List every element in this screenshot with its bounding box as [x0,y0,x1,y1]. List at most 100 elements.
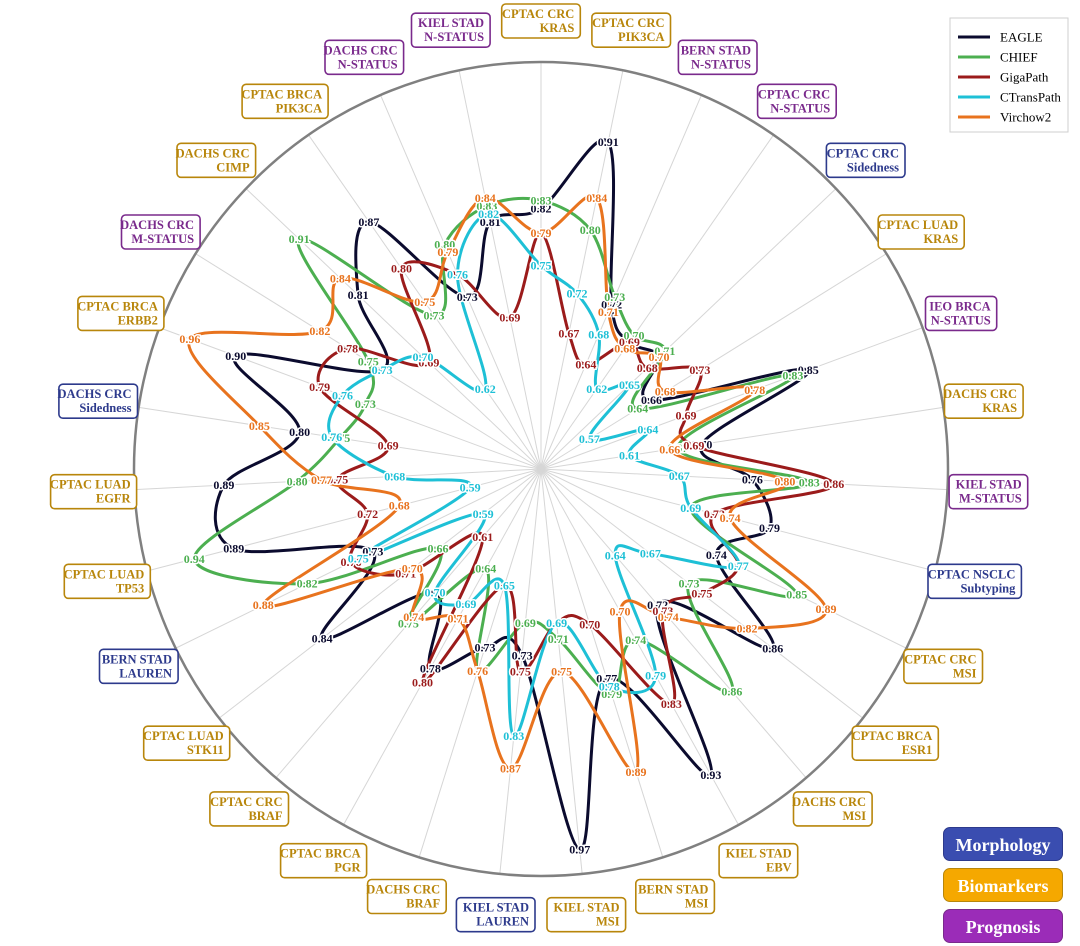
value-label: 0.68 [637,361,658,375]
category-label-text: KIEL STAD [418,16,484,30]
category-label-text: CPTAC BRCA [241,87,322,101]
value-label: 0.81 [480,215,501,229]
category-label-box [63,563,152,600]
value-label: 0.76 [742,473,763,487]
value-label: 0.62 [475,382,496,396]
value-label: 0.79 [531,226,552,240]
category-label-text: BERN STAD [681,43,751,57]
spoke [218,468,542,719]
category-label-text: MSI [842,809,866,823]
value-label: 0.70 [610,604,631,618]
value-label: 0.73 [362,545,383,559]
spoke [540,94,702,470]
value-label: 0.91 [289,232,310,246]
group-box-biomarkers: Biomarkers [943,868,1063,902]
category-label-text: CPTAC CRC [592,16,664,30]
value-label: 0.69 [683,439,704,453]
value-label: 0.69 [418,355,439,369]
category-label-box [546,896,627,933]
category-label-text: PGR [334,861,361,875]
value-label: 0.89 [626,765,647,779]
legend-entry: GigaPath [1000,70,1049,85]
value-label: 0.80 [287,474,308,488]
category-label-box [366,878,448,915]
value-label: 0.61 [472,530,493,544]
category-label-box [142,725,231,762]
spoke [540,468,664,858]
value-label: 0.61 [619,448,640,462]
value-label: 0.73 [372,363,393,377]
value-label: 0.89 [816,602,837,616]
value-label: 0.69 [619,335,640,349]
series-lines [187,138,836,852]
value-label: 0.71 [654,344,675,358]
spoke [540,468,936,572]
value-label: 0.76 [321,430,342,444]
value-label: 0.91 [598,135,619,149]
value-label: 0.59 [473,507,494,521]
value-label: 0.68 [614,342,635,356]
value-label: 0.74 [403,610,424,624]
category-label-box [98,648,179,685]
category-label-box [903,648,984,685]
value-label: 0.72 [647,598,668,612]
category-label-text: CPTAC LUAD [64,567,145,581]
value-label: 0.67 [558,327,579,341]
value-label: 0.73 [689,363,710,377]
value-label: 0.86 [721,684,742,698]
value-label: 0.81 [348,288,369,302]
value-label: 0.75 [414,295,435,309]
value-label: 0.74 [658,610,679,624]
category-label-text: CPTAC BRCA [280,847,361,861]
value-label: 0.70 [579,617,600,631]
value-label: 0.68 [389,499,410,513]
category-label-text: STK11 [187,743,224,757]
category-label-text: CPTAC BRCA [77,299,158,313]
spoke [159,327,542,470]
category-label-box [677,39,758,76]
value-label: 0.87 [500,762,521,776]
category-label-text: KRAS [982,401,1017,415]
category-label-text: BRAF [248,809,282,823]
value-label: 0.84 [475,191,496,205]
value-label: 0.59 [460,480,481,494]
value-label: 0.76 [447,268,468,282]
category-label-box [943,383,1024,420]
value-label: 0.84 [330,271,351,285]
value-label: 0.78 [337,341,358,355]
value-label: 0.82 [309,324,330,338]
value-label: 0.83 [531,193,552,207]
category-label-text: EBV [766,861,792,875]
category-label-text: KIEL STAD [463,901,529,915]
value-label: 0.79 [645,668,666,682]
value-label: 0.87 [358,215,379,229]
category-label-box [120,214,201,250]
category-label-box [410,12,491,48]
value-label: 0.65 [619,378,640,392]
value-label: 0.74 [625,633,646,647]
value-label: 0.70 [691,437,712,451]
value-label: 0.65 [494,579,515,593]
category-label-box [825,142,906,179]
value-label: 0.80 [391,262,412,276]
value-label: 0.67 [667,441,688,455]
value-label: 0.66 [428,542,449,556]
value-label: 0.97 [569,843,590,857]
value-label: 0.85 [249,419,270,433]
category-label-box [279,842,368,879]
category-label-text: CPTAC CRC [827,146,899,160]
category-label-text: LAUREN [119,666,172,680]
value-label: 0.83 [503,729,524,743]
category-label-text: CPTAC LUAD [143,729,224,743]
